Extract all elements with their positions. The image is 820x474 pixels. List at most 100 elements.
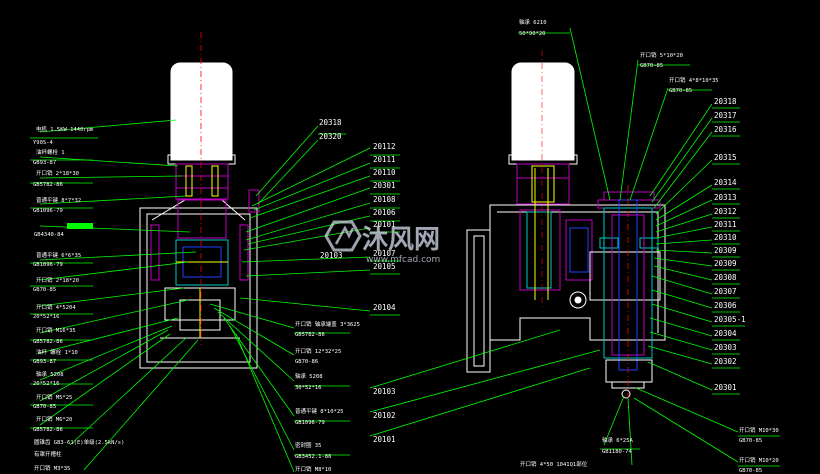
lv-label-27: 开口销 M3*35 <box>34 464 70 472</box>
lv-label-23: 开口销 M6*20 <box>36 415 72 423</box>
rv-right-4: 20314 <box>714 178 737 187</box>
left-view <box>139 32 260 369</box>
right-view-leaders <box>369 27 780 467</box>
lv-bottom-10: 开口销 M8*10 <box>295 465 331 473</box>
left-highlight-bar <box>67 223 93 229</box>
lv-label-16: GB5782-86 <box>33 339 63 345</box>
rv-right-5: 20313 <box>714 193 737 202</box>
rv-top-0: 轴承 6210 <box>519 18 547 26</box>
rv-top-1: 50*90*20 <box>519 31 546 37</box>
lv-label-20: 20*52*16 <box>33 381 60 387</box>
rv-right-3: 20315 <box>714 153 737 162</box>
lv-label-6: 普通平键 8*7*32 <box>36 196 81 204</box>
lv-right-3: 20301 <box>373 181 396 190</box>
lv-label-8: GB4340-84 <box>34 232 64 238</box>
lv-label-5: GB5782-86 <box>33 182 63 188</box>
lv-bottom-6: 普通平键 8*10*25 <box>295 407 344 415</box>
watermark-url: www.mfcad.com <box>366 255 440 265</box>
rv-bc-0: 轴承 6*25A <box>602 436 634 444</box>
left-view-top-labels: 20318 20320 <box>319 118 342 141</box>
lv-right-5: 20106 <box>373 208 396 217</box>
lv-label-1: Y90S-4 <box>33 140 54 146</box>
lv-right-10: 20104 <box>373 303 396 312</box>
right-view <box>466 50 666 408</box>
rv-br-0: 开口销 M10*30 <box>739 426 779 434</box>
lv-top-1: 20320 <box>319 132 342 141</box>
lv-label-17: 油杯 螺栓 1*10 <box>36 348 78 356</box>
lv-right-1: 20111 <box>373 155 396 164</box>
lv-top-0: 20318 <box>319 118 342 127</box>
right-motor <box>508 62 578 205</box>
lv-label-24: GB5782-86 <box>33 427 63 433</box>
lv-right-9: 20105 <box>373 262 396 271</box>
rv-right-18: 20301 <box>714 383 737 392</box>
lv-label-7: GB1096-79 <box>33 208 63 214</box>
rv-topright-0: 开口销 5*10*20 <box>640 51 683 59</box>
left-view-bottom-labels: 开口销 轴承端盖 3*3625 GB5782-86 开口销 12*32*25 G… <box>295 320 360 473</box>
rv-right-9: 20309 <box>714 246 737 255</box>
lv-label-10: GB1096-79 <box>33 262 63 268</box>
watermark: 沐风网 www.mfcad.com <box>324 220 440 265</box>
lv-bottom-8: 密封圈 35 <box>295 441 321 449</box>
rv-right-12: 20307 <box>714 287 737 296</box>
lv-right-7: 20103 <box>320 251 343 260</box>
rv-right-15: 20304 <box>714 329 737 338</box>
lv-bottom-0: 开口销 轴承端盖 3*3625 <box>295 320 360 328</box>
lv-bottom-4: 轴承 5208 <box>295 372 323 380</box>
rv-right-0: 20318 <box>714 97 737 106</box>
lv-label-13: 开口销 4*5204 <box>36 303 76 311</box>
right-view-bottom-left-labels: 20103 20102 20101 <box>373 387 396 444</box>
rv-br-1: GB70-85 <box>739 438 762 444</box>
rv-bl-1: 20102 <box>373 411 396 420</box>
lv-label-0: 电机 1.5KW 1440rpm <box>36 125 94 133</box>
lv-label-2: 油杯螺栓 1 <box>36 148 65 156</box>
rv-bl-0: 20103 <box>373 387 396 396</box>
right-gearbox-housing <box>466 168 666 373</box>
lv-label-21: 开口销 M5*25 <box>36 393 72 401</box>
lv-bottom-1: GB5782-86 <box>295 332 325 338</box>
rv-right-13: 20306 <box>714 301 737 310</box>
lv-right-4: 20108 <box>373 195 396 204</box>
rv-right-6: 20312 <box>714 207 737 216</box>
rv-right-2: 20316 <box>714 125 737 134</box>
lv-label-11: 开口销 2*18*20 <box>36 276 79 284</box>
rv-right-14: 20305-1 <box>714 315 746 324</box>
watermark-brand: 沐风网 <box>362 225 440 255</box>
right-view-top-labels: 轴承 6210 50*90*20 开口销 5*10*20 GB70-85 开口销… <box>519 18 719 94</box>
lv-label-19: 轴承 5208 <box>36 370 64 378</box>
rv-br-2: 开口销 M10*20 <box>739 456 779 464</box>
lv-bottom-3: GB70-86 <box>295 359 318 365</box>
lv-label-14: 20*52*16 <box>33 314 60 320</box>
lv-bottom-9: GB3452.1-86 <box>295 454 331 460</box>
rv-br-3: GB70-85 <box>739 468 762 474</box>
lv-right-6: 20101 <box>373 220 396 229</box>
lv-label-12: GB70-85 <box>33 287 56 293</box>
rv-bc-1: GB1180-74 <box>602 449 632 455</box>
rv-right-10: 20309 <box>714 259 737 268</box>
rv-right-16: 20303 <box>714 343 737 352</box>
lv-bottom-5: 30*52*16 <box>295 385 322 391</box>
rv-right-17: 20302 <box>714 357 737 366</box>
rv-right-11: 20308 <box>714 273 737 282</box>
lv-bottom-7: GB1096-79 <box>295 420 325 426</box>
left-view-leaders <box>30 119 400 473</box>
lv-label-9: 普通平键 6*6*35 <box>36 251 81 259</box>
lv-label-4: 开口销 2*18*30 <box>36 169 79 177</box>
rv-right-1: 20317 <box>714 111 737 120</box>
rv-topright-2: 开口销 4*8*10*35 <box>669 76 719 84</box>
lv-label-18: GB93-87 <box>33 359 56 365</box>
rv-topright-1: GB70-85 <box>640 63 663 69</box>
lv-label-26: 有罩开槽柱 <box>34 450 62 458</box>
right-view-bottom-right-labels: 开口销 M10*30 GB70-85 开口销 M10*20 GB70-85 <box>739 426 779 474</box>
lv-right-8: 20107 <box>373 249 396 258</box>
left-motor <box>167 62 236 200</box>
lv-label-25: 圆锥齿 GB3-61(E)单级(2.5kN/s) <box>34 438 124 446</box>
lv-right-2: 20110 <box>373 168 396 177</box>
rv-right-7: 20311 <box>714 220 737 229</box>
rv-bl-2: 20101 <box>373 435 396 444</box>
rv-topright-3: GB70-85 <box>669 88 692 94</box>
watermark-logo-icon <box>324 220 362 252</box>
watermark-logo-mark <box>334 225 355 245</box>
